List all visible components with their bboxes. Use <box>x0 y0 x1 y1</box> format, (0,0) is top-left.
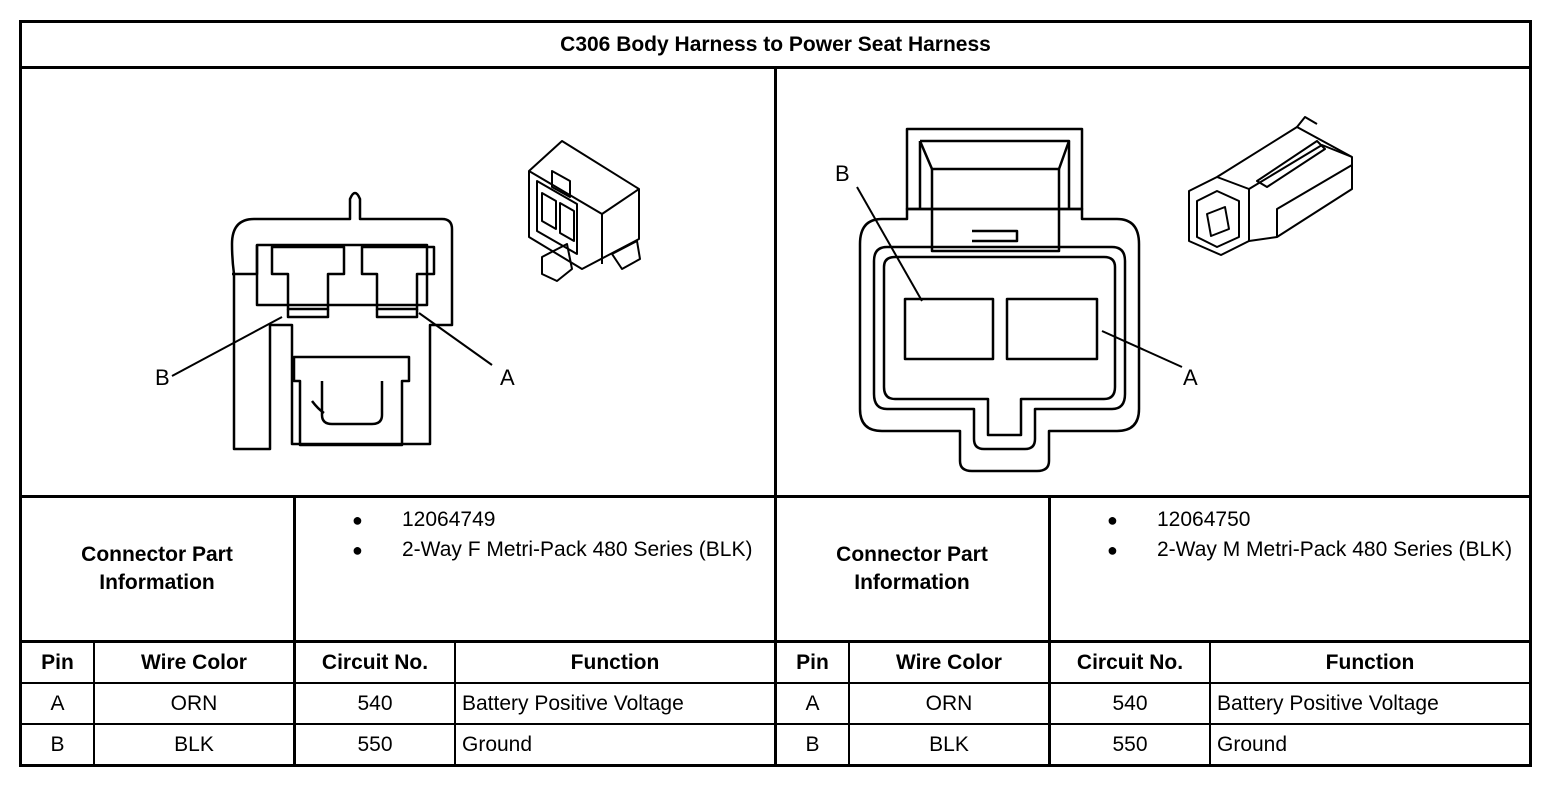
right-terminal-b <box>903 297 995 361</box>
part-number: 12064750 <box>1157 508 1251 531</box>
table-cell: A <box>805 691 820 715</box>
left-terminal-b <box>270 245 346 311</box>
right-pin-label-b: B <box>835 161 850 186</box>
table-cell: B <box>50 733 65 756</box>
connector-frame: C306 Body Harness to Power Seat Harness <box>19 20 1532 767</box>
left-col-header-wire-color: Wire Color <box>141 650 247 674</box>
table-cell: Ground <box>462 733 533 756</box>
right-col-header-pin: Pin <box>796 650 829 674</box>
part-number: 12064749 <box>402 508 496 531</box>
left-pin-label-b: B <box>155 365 170 390</box>
bullet-icon: ● <box>352 510 363 530</box>
table-cell: Battery Positive Voltage <box>1217 691 1439 715</box>
part-description: 2-Way M Metri-Pack 480 Series (BLK) <box>1157 538 1513 561</box>
left-pin-label-a: A <box>500 365 515 390</box>
bullet-icon: ● <box>1107 540 1118 560</box>
bullet-icon: ● <box>1107 510 1118 530</box>
left-connector-body <box>230 191 454 451</box>
list-item: ● 2-Way M Metri-Pack 480 Series (BLK) <box>1097 535 1517 565</box>
part-description: 2-Way F Metri-Pack 480 Series (BLK) <box>402 538 753 561</box>
right-connector-isometric <box>1188 116 1353 256</box>
table-cell: ORN <box>170 691 218 715</box>
right-connector-part-info-label: Connector Part Information <box>836 543 988 594</box>
table-cell: 540 <box>1112 691 1148 715</box>
right-connector-body <box>858 207 1141 473</box>
right-pin-label-a: A <box>1183 365 1198 390</box>
right-col-header-circuit: Circuit No. <box>1076 650 1184 674</box>
left-connector-isometric <box>528 140 641 282</box>
diagram-title: C306 Body Harness to Power Seat Harness <box>560 32 991 56</box>
right-pin-col-divider <box>848 643 850 767</box>
table-cell: 550 <box>1112 733 1148 756</box>
left-terminal-a <box>360 245 436 311</box>
left-pin-col-divider <box>93 643 95 767</box>
table-cell: A <box>50 691 65 715</box>
right-info-divider <box>1048 498 1051 767</box>
right-part-info-list: ● 12064750 ● 2-Way M Metri-Pack 480 Series… <box>1097 505 1517 565</box>
left-col-header-pin: Pin <box>41 650 74 674</box>
left-connector-part-info-label: Connector Part Information <box>81 543 233 594</box>
left-connector-diagram: B A <box>22 69 774 495</box>
table-cell: BLK <box>174 733 214 756</box>
left-latch <box>292 355 411 447</box>
table-cell: Ground <box>1217 733 1288 756</box>
table-cell: 550 <box>357 733 393 756</box>
table-cell: BLK <box>929 733 969 756</box>
right-terminal-a <box>1005 297 1099 361</box>
right-col-header-function: Function <box>1325 650 1415 674</box>
right-connector-diagram: B A <box>777 69 1529 495</box>
list-item: ● 2-Way F Metri-Pack 480 Series (BLK) <box>342 535 762 565</box>
left-col-header-circuit: Circuit No. <box>321 650 429 674</box>
left-col-header-function: Function <box>570 650 660 674</box>
center-divider <box>774 69 777 767</box>
title-divider <box>22 66 1529 69</box>
list-item: ● 12064749 <box>342 505 762 535</box>
table-cell: 540 <box>357 691 393 715</box>
right-col-header-wire-color: Wire Color <box>896 650 1002 674</box>
left-circuit-col-divider <box>454 643 456 767</box>
table-cell: B <box>805 733 820 756</box>
left-info-divider <box>293 498 296 767</box>
table-cell: ORN <box>925 691 973 715</box>
bullet-icon: ● <box>352 540 363 560</box>
table-cell: Battery Positive Voltage <box>462 691 684 715</box>
list-item: ● 12064750 <box>1097 505 1517 535</box>
left-part-info-list: ● 12064749 ● 2-Way F Metri-Pack 480 Series… <box>342 505 762 565</box>
right-circuit-col-divider <box>1209 643 1211 767</box>
